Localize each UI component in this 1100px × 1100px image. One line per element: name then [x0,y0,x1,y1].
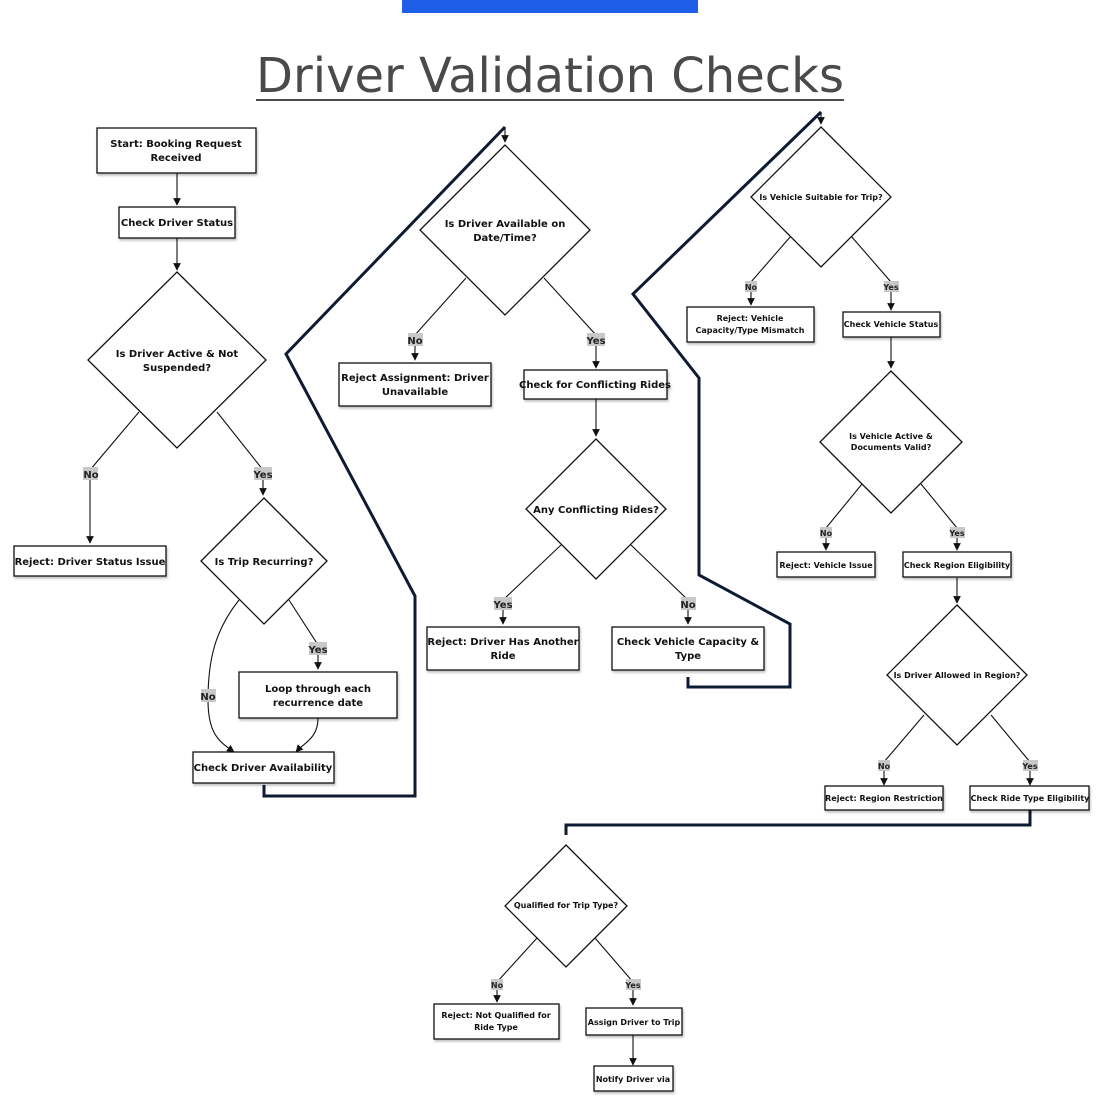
svg-text:Check Region Eligibility: Check Region Eligibility [904,561,1011,570]
svg-text:Reject: Driver Status Issue: Reject: Driver Status Issue [15,557,166,568]
svg-text:No: No [878,762,891,771]
svg-text:Is Driver Allowed in Region?: Is Driver Allowed in Region? [894,671,1021,680]
connector-col2-to-col3 [630,110,823,689]
check-conflicting-node: Check for Conflicting Rides [519,369,671,400]
svg-text:Qualified for Trip Type?: Qualified for Trip Type? [514,901,619,910]
reject-driver-status-node: Reject: Driver Status Issue [13,545,167,577]
qualified-trip-type-decision: Qualified for Trip Type? [504,844,628,968]
edge-label-no-region: No [878,760,891,771]
svg-text:No: No [83,470,98,481]
svg-text:Yes: Yes [492,600,512,611]
svg-text:Is Trip Recurring?: Is Trip Recurring? [215,557,314,568]
edge-label-yes-vehicle-active: Yes [948,527,965,538]
is-vehicle-active-decision: Is Vehicle Active &Documents Valid? [819,370,963,514]
svg-text:Yes: Yes [585,336,605,347]
svg-text:Check Driver Status: Check Driver Status [121,218,233,229]
svg-text:Check Ride Type Eligibility: Check Ride Type Eligibility [971,794,1091,803]
svg-text:Yes: Yes [882,283,898,292]
edge-label-no-active: No [83,467,99,481]
assign-driver-node: Assign Driver to Trip [585,1007,683,1036]
edge-label-yes-active: Yes [252,467,273,481]
svg-text:No: No [491,981,504,990]
edge-label-yes-suitable: Yes [882,281,899,292]
svg-text:No: No [745,283,758,292]
edge-label-no-vehicle-active: No [820,527,833,538]
notify-driver-node: Notify Driver via [593,1065,674,1092]
is-driver-allowed-region-decision: Is Driver Allowed in Region? [886,604,1028,746]
edge-label-yes-region: Yes [1021,760,1038,771]
svg-text:Reject: Vehicle Issue: Reject: Vehicle Issue [779,561,873,570]
svg-text:Is Vehicle Active &Documents V: Is Vehicle Active &Documents Valid? [849,432,933,452]
check-vehicle-capacity-node: Check Vehicle Capacity &Type [611,626,765,671]
reject-region-node: Reject: Region Restriction [824,785,944,811]
connector-col3-to-bottom [564,810,1032,835]
svg-text:Any Conflicting Rides?: Any Conflicting Rides? [533,505,659,516]
svg-text:Yes: Yes [307,645,327,656]
svg-text:Yes: Yes [1021,762,1037,771]
check-driver-availability-node: Check Driver Availability [192,751,335,784]
top-accent-bar [402,0,698,13]
reject-vehicle-issue-node: Reject: Vehicle Issue [776,551,876,578]
svg-text:No: No [820,529,833,538]
any-conflicting-decision: Any Conflicting Rides? [525,438,667,580]
svg-text:No: No [680,600,695,611]
edge-label-yes-available: Yes [585,333,606,347]
check-driver-status-node: Check Driver Status [118,206,236,239]
edge-label-no-conflict: No [680,597,696,611]
edge-label-no-available: No [407,333,423,347]
is-vehicle-suitable-decision: Is Vehicle Suitable for Trip? [750,126,892,268]
diagram-title: Driver Validation Checks [256,48,844,104]
svg-text:Check for Conflicting Rides: Check for Conflicting Rides [519,380,671,391]
svg-text:Notify Driver via: Notify Driver via [596,1075,670,1084]
svg-text:Yes: Yes [252,470,272,481]
svg-text:Yes: Yes [948,529,964,538]
is-trip-recurring-decision: Is Trip Recurring? [200,497,328,625]
svg-text:Yes: Yes [624,981,640,990]
svg-text:Check Driver Availability: Check Driver Availability [194,763,333,774]
edge-label-no-recurring: No [200,689,216,703]
svg-text:No: No [407,336,422,347]
svg-text:Check Vehicle Status: Check Vehicle Status [844,320,939,329]
check-region-node: Check Region Eligibility [902,551,1012,578]
svg-text:No: No [200,692,215,703]
edge-label-no-suitable: No [745,281,758,292]
svg-text:Assign Driver to Trip: Assign Driver to Trip [588,1018,681,1027]
svg-text:Reject: Region Restriction: Reject: Region Restriction [825,794,943,803]
check-vehicle-status-node: Check Vehicle Status [842,311,941,338]
edge-label-yes-recurring: Yes [307,642,328,656]
edge-label-no-qualified: No [491,979,504,990]
edge-label-yes-qualified: Yes [624,979,641,990]
connector-col1-to-col2 [262,125,507,798]
check-ride-type-node: Check Ride Type Eligibility [969,785,1091,811]
svg-text:Check Vehicle Capacity &Type: Check Vehicle Capacity &Type [617,637,760,662]
svg-text:Is Vehicle Suitable for Trip?: Is Vehicle Suitable for Trip? [759,193,883,202]
edge-label-yes-conflict: Yes [492,597,513,611]
